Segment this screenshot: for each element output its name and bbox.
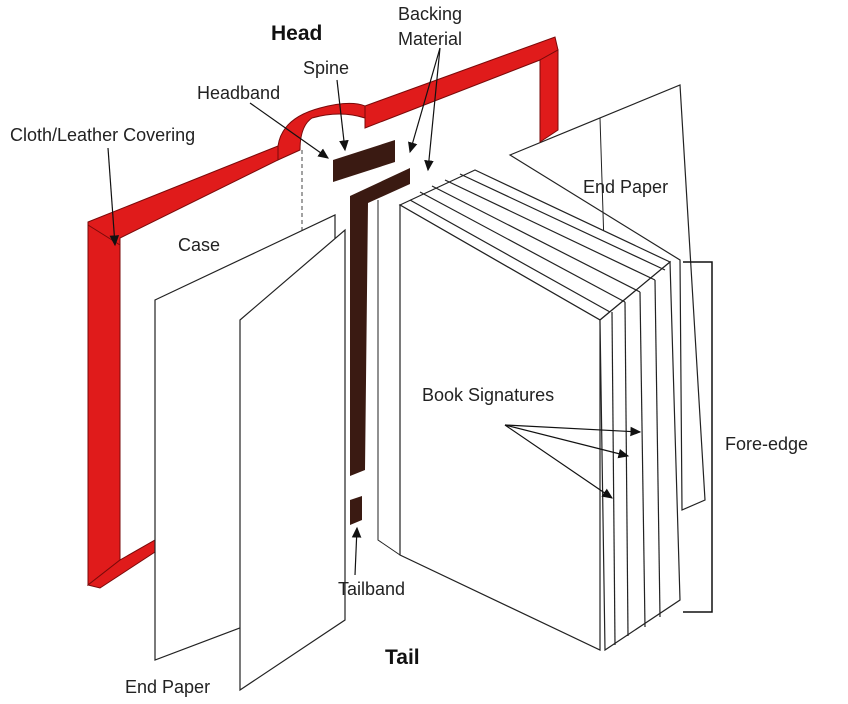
case-label: Case: [178, 235, 221, 255]
backing-label-line2: Material: [398, 29, 463, 49]
end-paper-bottom-label: End Paper: [125, 677, 211, 697]
case-covering: [86, 36, 559, 589]
book-signatures-label: Book Signatures: [422, 385, 555, 405]
tailband: [350, 496, 362, 525]
end-paper-right-label: End Paper: [583, 177, 669, 197]
book-block: [398, 169, 681, 652]
spine: [333, 140, 395, 182]
leader-arrows: [107, 47, 642, 576]
spine-label: Spine: [303, 58, 350, 78]
head-label: Head: [271, 22, 323, 45]
backing-material: [350, 168, 410, 476]
backing-label-line1: Backing: [398, 4, 463, 24]
tail-label: Tail: [385, 646, 420, 669]
fore-edge-label: Fore-edge: [725, 434, 809, 454]
end-paper-right: [508, 84, 706, 511]
tailband-label: Tailband: [338, 579, 406, 599]
headband-label: Headband: [197, 83, 281, 103]
covering-label: Cloth/Leather Covering: [10, 125, 196, 145]
end-paper-front-leaf: [239, 228, 346, 692]
fore-edge-bracket: [683, 261, 713, 613]
